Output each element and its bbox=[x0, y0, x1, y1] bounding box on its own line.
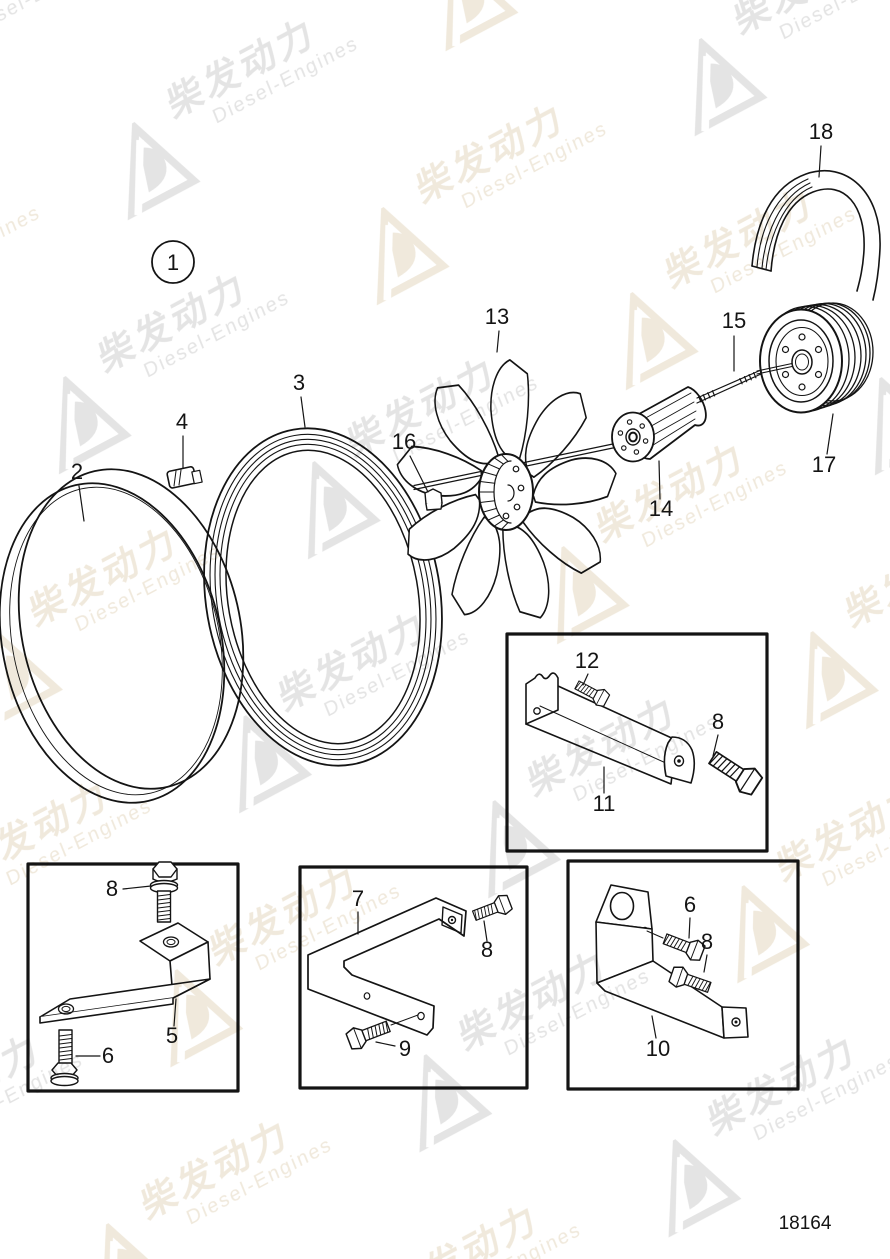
callout-15: 15 bbox=[722, 308, 746, 333]
bracket-7 bbox=[307, 897, 467, 1036]
screw-9 bbox=[344, 1015, 393, 1053]
callout-4: 4 bbox=[176, 409, 188, 434]
bolt-6 bbox=[660, 928, 707, 964]
callout-18: 18 bbox=[809, 119, 833, 144]
assembly-callout-number: 1 bbox=[167, 250, 179, 275]
fan-hub bbox=[478, 453, 534, 531]
callout-6: 6 bbox=[102, 1043, 114, 1068]
ribbed-belt-18 bbox=[751, 169, 881, 301]
detail-box-bracket-10: 6 8 10 bbox=[566, 859, 800, 1091]
spacer-14 bbox=[611, 386, 707, 463]
bracket-5 bbox=[39, 922, 211, 1024]
callout-7: 7 bbox=[352, 886, 364, 911]
stud-15 bbox=[696, 369, 762, 404]
nut-16 bbox=[424, 488, 443, 511]
ring-2 bbox=[0, 468, 245, 804]
bolt-8 bbox=[470, 892, 514, 926]
flange-bolt-6-bottom bbox=[50, 1029, 79, 1087]
callout-6: 6 bbox=[684, 892, 696, 917]
seal-ring-3 bbox=[203, 427, 443, 767]
callout-2: 2 bbox=[71, 459, 83, 484]
fan-13 bbox=[396, 358, 617, 619]
callout-8: 8 bbox=[701, 929, 713, 954]
detail-box-bracket-5: 8 5 6 bbox=[26, 861, 240, 1093]
callout-8: 8 bbox=[712, 709, 724, 734]
callout-13: 13 bbox=[485, 304, 509, 329]
callout-9: 9 bbox=[399, 1036, 411, 1061]
drawing-number: 18164 bbox=[779, 1213, 832, 1234]
detail-box-bracket-11: 12 8 11 bbox=[505, 632, 769, 853]
crankshaft-pulley-17 bbox=[756, 302, 874, 414]
callout-10: 10 bbox=[646, 1036, 670, 1061]
hose-clamp-4 bbox=[166, 466, 203, 489]
callout-17: 17 bbox=[812, 452, 836, 477]
callout-16: 16 bbox=[392, 429, 416, 454]
detail-box-bracket-7: 7 8 9 bbox=[298, 865, 529, 1090]
assembly-callout: 1 bbox=[151, 240, 195, 284]
leader-lines bbox=[78, 145, 834, 522]
bracket-10 bbox=[595, 884, 749, 1039]
flange-bolt-8-top bbox=[149, 861, 179, 923]
callout-14: 14 bbox=[649, 496, 673, 521]
callout-8: 8 bbox=[106, 876, 118, 901]
callout-5: 5 bbox=[166, 1023, 178, 1048]
callout-3: 3 bbox=[293, 370, 305, 395]
callout-8: 8 bbox=[481, 937, 493, 962]
callout-12: 12 bbox=[575, 648, 599, 673]
bracket-11 bbox=[525, 672, 696, 785]
callout-11: 11 bbox=[593, 791, 616, 816]
